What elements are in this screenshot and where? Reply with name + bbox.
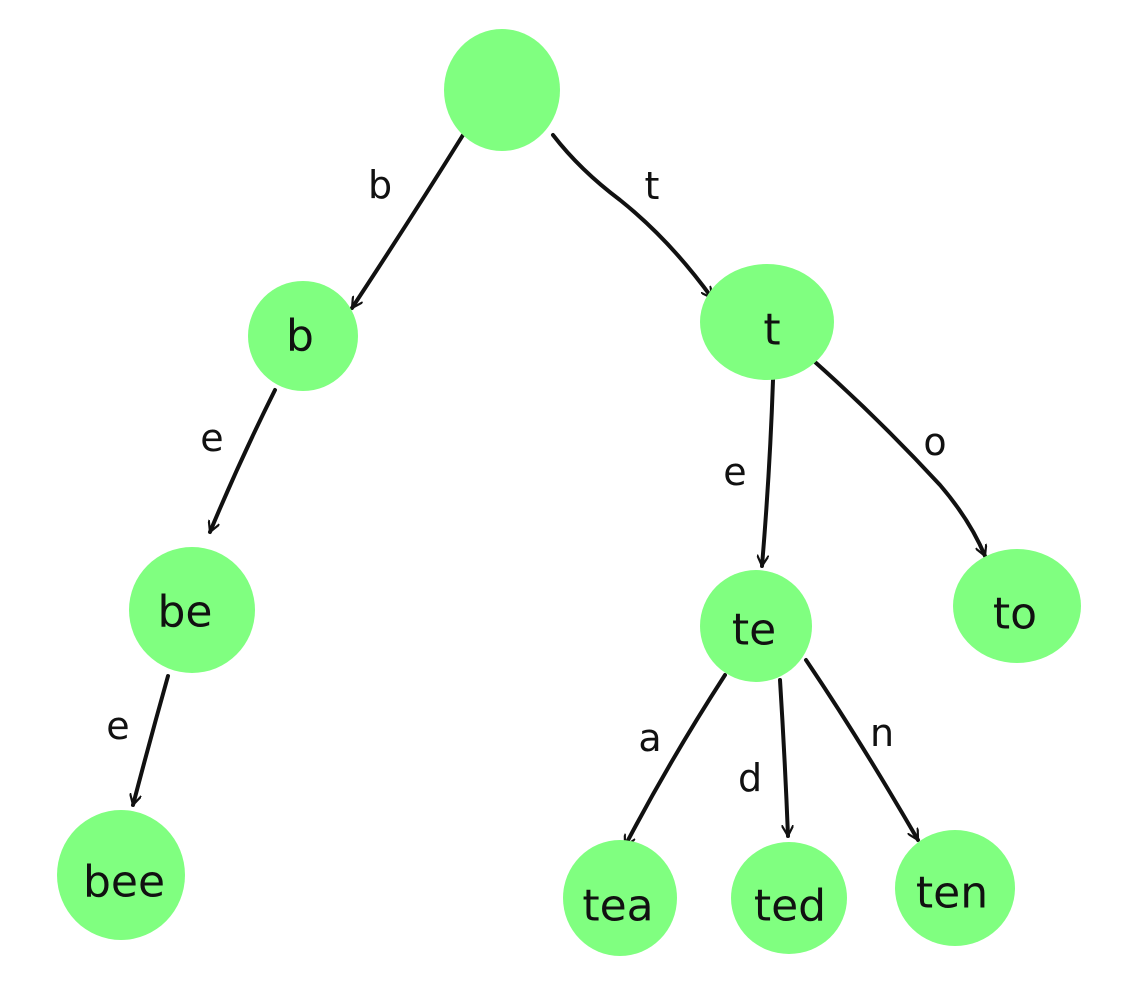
node-shape [731, 842, 847, 954]
edge-label: e [723, 450, 746, 494]
node-shape [700, 570, 812, 682]
edge-line [623, 673, 727, 848]
edge-line [133, 674, 170, 807]
edge-label: o [923, 420, 946, 464]
edge-label: d [738, 756, 762, 800]
edge-line [804, 658, 920, 842]
node-shape [953, 549, 1081, 663]
edges-layer: b t e e e o a d [106, 133, 985, 848]
edge-b-be: e [200, 388, 277, 534]
edge-line [210, 388, 277, 534]
trie-node-t: t [700, 264, 834, 380]
edge-line [762, 378, 775, 568]
edge-line [778, 678, 788, 838]
trie-node-b: b [248, 281, 358, 391]
edge-te-tea: a [623, 673, 727, 848]
node-label: to [993, 589, 1037, 640]
node-shape [248, 281, 358, 391]
trie-node-ted: ted [731, 842, 847, 954]
node-shape [700, 264, 834, 380]
node-label: ted [754, 881, 826, 932]
node-label: bee [83, 857, 165, 908]
edge-line [551, 133, 714, 300]
edge-t-te: e [723, 378, 775, 568]
trie-node-ten: ten [895, 830, 1015, 946]
trie-node-tea: tea [563, 840, 677, 956]
edge-label: a [638, 716, 661, 760]
edge-label: b [368, 163, 392, 207]
node-label: tea [582, 881, 653, 932]
edge-root-t: t [551, 133, 714, 300]
edge-label: e [200, 416, 223, 460]
node-shape [895, 830, 1015, 946]
trie-node-to: to [953, 549, 1081, 663]
trie-node-bee: bee [57, 810, 185, 940]
trie-node-root [444, 29, 560, 151]
node-label: ten [916, 868, 988, 919]
node-label: te [732, 605, 776, 656]
node-label: t [763, 305, 780, 356]
trie-node-te: te [700, 570, 812, 682]
nodes-layer: b t be bee te to tea ted [57, 29, 1081, 956]
node-shape [129, 547, 255, 673]
edge-te-ten: n [804, 658, 920, 842]
node-shape [57, 810, 185, 940]
edge-label: n [870, 711, 894, 755]
node-shape [563, 840, 677, 956]
edge-root-b: b [350, 133, 465, 310]
trie-node-be: be [129, 547, 255, 673]
edge-t-to: o [813, 360, 985, 558]
node-label: be [158, 587, 213, 638]
edge-be-bee: e [106, 674, 170, 807]
edge-label: e [106, 704, 129, 748]
edge-line [813, 360, 985, 558]
node-label: b [286, 311, 314, 362]
edge-label: t [645, 164, 660, 208]
edge-line [350, 133, 465, 310]
edge-te-ted: d [738, 678, 788, 838]
node-shape [444, 29, 560, 151]
